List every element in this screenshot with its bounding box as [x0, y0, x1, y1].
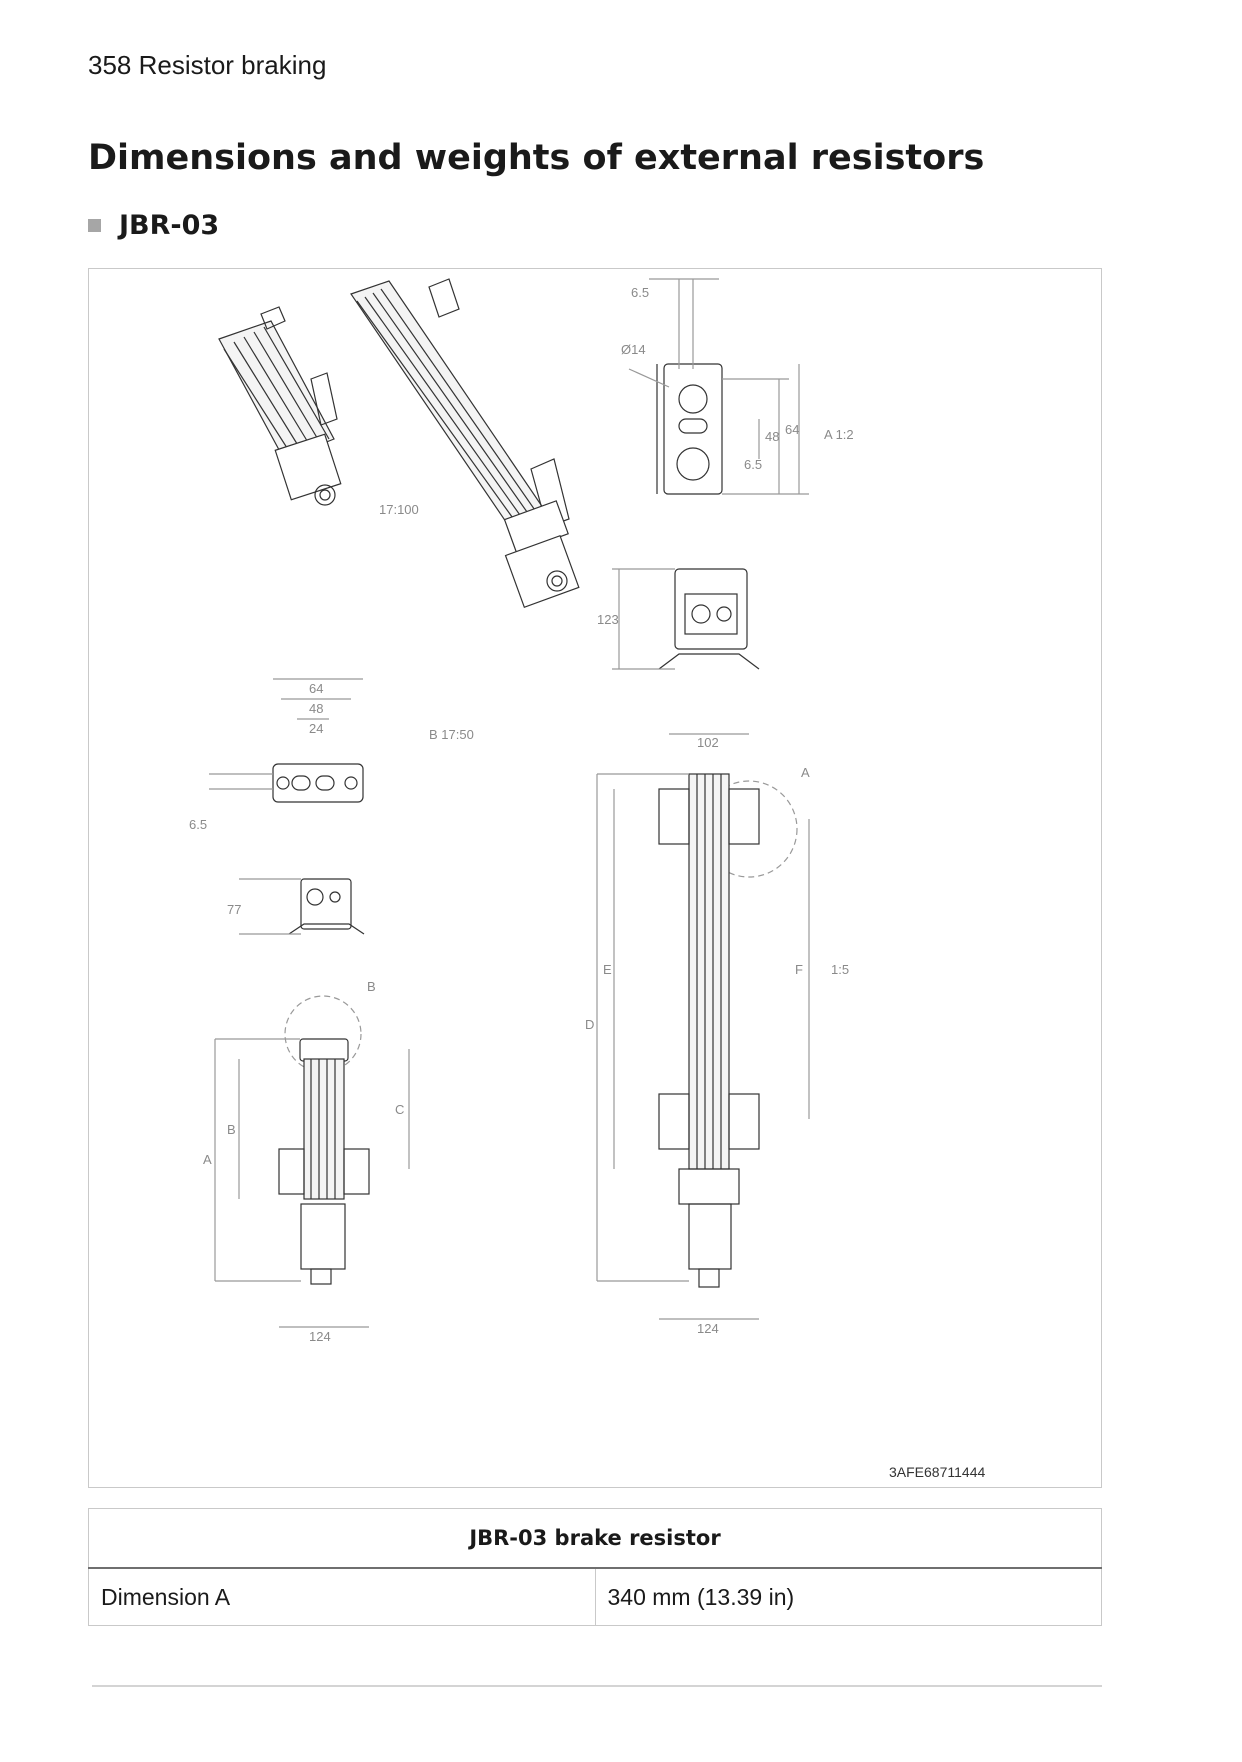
row-label: Dimension A: [88, 1567, 596, 1626]
side-view-77: [239, 878, 365, 935]
detail-b-scale: B 17:50: [429, 727, 474, 742]
front-view-small: [214, 995, 410, 1328]
square-bullet-icon: [88, 219, 101, 232]
dim-102: 102: [697, 735, 719, 750]
dim-123: 123: [597, 612, 619, 627]
dim-6-5-left: 6.5: [189, 817, 207, 832]
dim-77: 77: [227, 902, 241, 917]
dim-124-right: 124: [697, 1321, 719, 1336]
detail-b-bracket: [209, 678, 364, 803]
dim-24: 24: [309, 721, 323, 736]
iso-view-large: [350, 278, 580, 608]
dim-48: 48: [765, 429, 779, 444]
end-view-123: [612, 568, 760, 670]
row-value: 340 mm (13.39 in): [594, 1567, 1102, 1626]
dim-label-b: B: [227, 1122, 236, 1137]
scale-1-5: 1:5: [831, 962, 849, 977]
detail-a-bracket: [628, 278, 809, 495]
page-title: Dimensions and weights of external resis…: [88, 138, 985, 178]
marker-a: A: [801, 765, 810, 780]
section-title: JBR-03: [119, 210, 220, 241]
specification-table: JBR-03 brake resistor Dimension A 340 mm…: [88, 1508, 1102, 1626]
front-view-large: [596, 733, 810, 1320]
dim-label-a: A: [203, 1152, 212, 1167]
iso-view-small: [218, 306, 342, 506]
dim-124-left: 124: [309, 1329, 331, 1344]
table-header-row: JBR-03 brake resistor: [88, 1508, 1102, 1569]
dim-64-top: 64: [309, 681, 323, 696]
footer-rule: [92, 1685, 1102, 1687]
table-row: Dimension A 340 mm (13.39 in): [88, 1567, 1102, 1626]
page-header: 358 Resistor braking: [88, 50, 327, 80]
marker-b: B: [367, 979, 376, 994]
table-heading: JBR-03 brake resistor: [88, 1508, 1102, 1569]
dim-48-top: 48: [309, 701, 323, 716]
figure-code: 3AFE68711444: [889, 1464, 986, 1480]
dim-d14: Ø14: [621, 342, 646, 357]
technical-drawing: 6.5 Ø14 48 64 6.5 A 1:2 17:100 123 64 48…: [189, 278, 854, 1344]
dim-label-c: C: [395, 1102, 404, 1117]
dimension-drawing: 6.5 Ø14 48 64 6.5 A 1:2 17:100 123 64 48…: [88, 268, 1102, 1488]
dim-label-d: D: [585, 1017, 594, 1032]
dim-label-f: F: [795, 962, 803, 977]
detail-17-100: 17:100: [379, 502, 419, 517]
dim-6-5-top: 6.5: [631, 285, 649, 300]
dim-label-e: E: [603, 962, 612, 977]
section-heading: JBR-03: [88, 210, 219, 241]
detail-a-scale: A 1:2: [824, 427, 854, 442]
dim-64-bracket: 64: [785, 422, 799, 437]
dim-6-5-bracket: 6.5: [744, 457, 762, 472]
